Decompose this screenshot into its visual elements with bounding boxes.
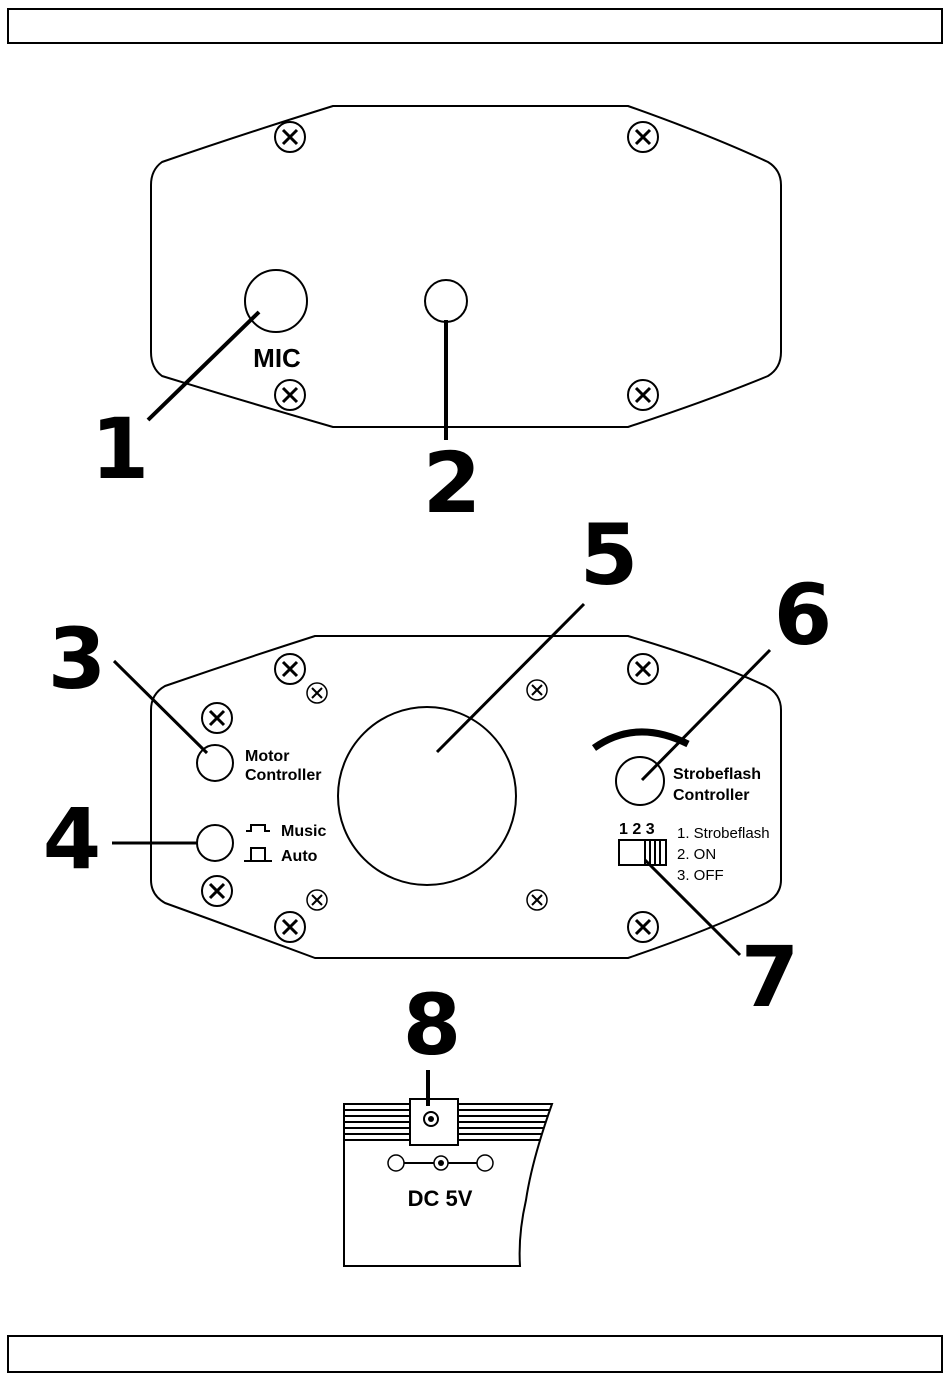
mode-switch[interactable]	[619, 840, 666, 865]
small-screw-icon	[307, 683, 327, 703]
switch-option-1: 1. Strobeflash	[677, 825, 770, 842]
screw-icon	[628, 122, 658, 152]
small-screw-icon	[527, 680, 547, 700]
dc-voltage-label: DC 5V	[408, 1186, 473, 1211]
power-panel: DC 5V	[344, 1099, 552, 1266]
callout-number-1: 1	[91, 400, 149, 498]
screw-icon	[628, 380, 658, 410]
screw-icon	[628, 912, 658, 942]
laser-aperture	[338, 707, 516, 885]
mic-label: MIC	[253, 343, 301, 373]
screw-icon	[275, 380, 305, 410]
callout-number-2: 2	[423, 434, 481, 532]
header-frame	[8, 9, 942, 43]
mode-auto-label: Auto	[281, 848, 318, 865]
footer-frame	[8, 1336, 942, 1372]
top-panel: MIC	[151, 106, 781, 427]
small-screw-icon	[307, 890, 327, 910]
strobe-label-line-2: Controller	[673, 787, 749, 804]
small-screw-icon	[527, 890, 547, 910]
mode-button[interactable]	[197, 825, 233, 861]
strobe-label-line-1: Strobeflash	[673, 766, 761, 783]
screw-icon	[275, 122, 305, 152]
screw-icon	[275, 912, 305, 942]
mode-music-label: Music	[281, 823, 326, 840]
callout-number-5: 5	[580, 506, 638, 604]
callout-number-3: 3	[48, 610, 106, 708]
callout-number-7: 7	[741, 928, 799, 1026]
switch-option-2: 2. ON	[677, 846, 716, 863]
motor-label-line-1: Motor	[245, 748, 289, 765]
mic-input[interactable]	[245, 270, 307, 332]
switch-position-numbers: 1 2 3	[619, 821, 655, 838]
screw-icon	[628, 654, 658, 684]
screw-icon	[275, 654, 305, 684]
screw-icon	[202, 876, 232, 906]
callout-number-8: 8	[403, 976, 461, 1074]
callout-number-6: 6	[774, 566, 832, 664]
callout-number-4: 4	[43, 790, 101, 888]
screw-icon	[202, 703, 232, 733]
motor-label-line-2: Controller	[245, 767, 321, 784]
switch-option-3: 3. OFF	[677, 867, 724, 884]
sensitivity-knob[interactable]	[425, 280, 467, 322]
control-panel: Motor Controller Music Auto Strobeflash …	[151, 636, 781, 958]
